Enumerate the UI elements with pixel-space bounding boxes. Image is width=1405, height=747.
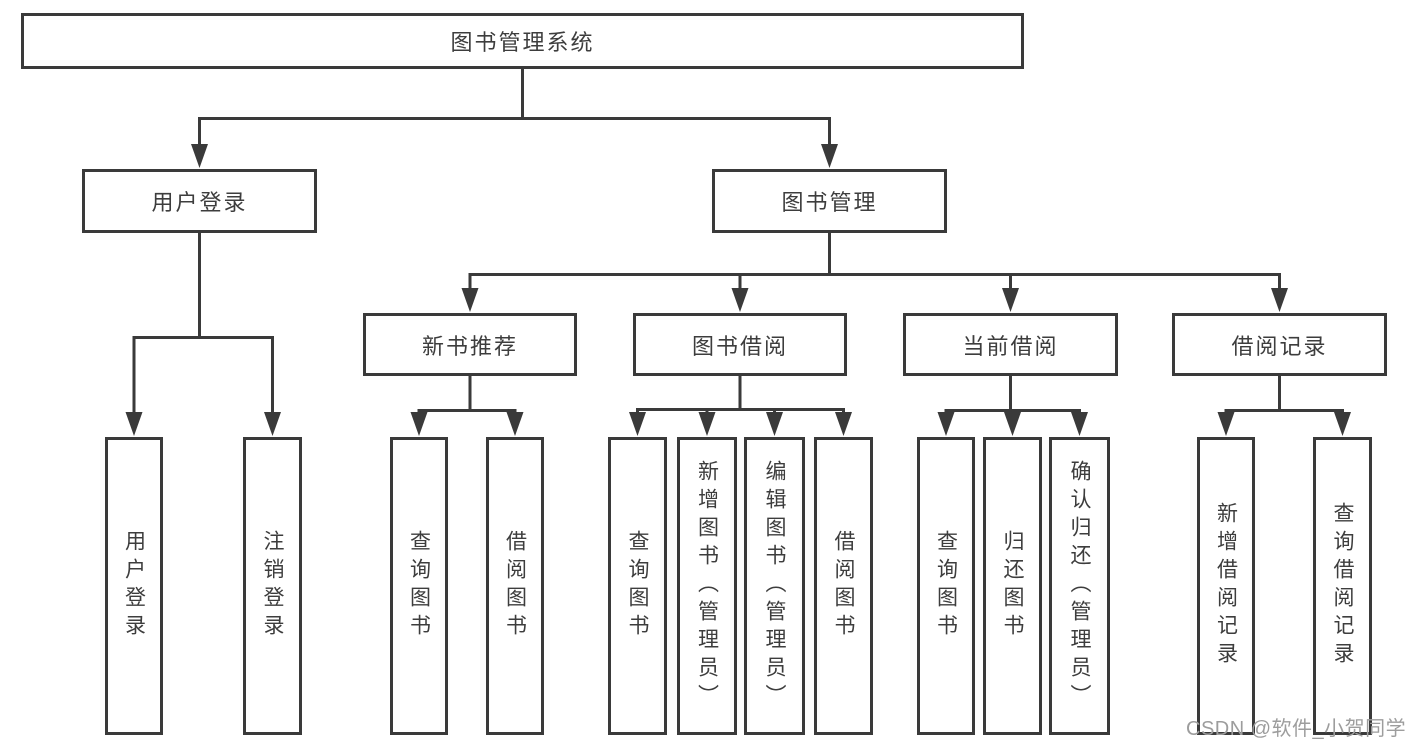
node-leaf-bb-borrow-books: 借阅图书 — [814, 437, 873, 735]
node-leaf-br-add-record: 新增借阅记录 — [1197, 437, 1255, 735]
node-new-book-rec: 新书推荐 — [363, 313, 577, 376]
connector-root-to-level2 — [191, 67, 838, 168]
node-leaf-bb-borrow-books-label: 借阅图书 — [832, 530, 855, 642]
node-borrow-records: 借阅记录 — [1172, 313, 1387, 376]
node-leaf-br-add-record-label: 新增借阅记录 — [1214, 502, 1238, 670]
node-leaf-bb-query-books: 查询图书 — [608, 437, 667, 735]
node-root-system: 图书管理系统 — [21, 13, 1024, 69]
node-new-book-rec-label: 新书推荐 — [421, 333, 518, 359]
connector-current-borrow-fork — [937, 374, 1088, 436]
node-leaf-cb-return-books: 归还图书 — [983, 437, 1042, 735]
node-leaf-nbr-borrow-books: 借阅图书 — [486, 437, 544, 735]
connector-book-borrow-fork — [629, 374, 852, 436]
node-leaf-bb-query-books-label: 查询图书 — [626, 530, 649, 642]
node-book-mgmt-label: 图书管理 — [781, 190, 878, 215]
node-leaf-br-query-record-label: 查询借阅记录 — [1331, 502, 1354, 670]
node-book-borrow-label: 图书借阅 — [691, 333, 788, 359]
node-leaf-user-login-label: 用户登录 — [122, 530, 146, 642]
node-leaf-cb-query-books: 查询图书 — [917, 437, 975, 735]
node-leaf-nbr-query-books: 查询图书 — [390, 437, 448, 735]
node-user-login: 用户登录 — [82, 169, 317, 233]
node-leaf-br-query-record: 查询借阅记录 — [1313, 437, 1372, 735]
connector-borrow-records-fork — [1217, 374, 1351, 436]
connector-user-login-fork — [125, 231, 281, 436]
node-current-borrow: 当前借阅 — [903, 313, 1118, 376]
node-leaf-cb-confirm-return-admin: 确认归还（管理员） — [1049, 437, 1110, 735]
node-book-borrow: 图书借阅 — [633, 313, 847, 376]
watermark-text: CSDN @软件_小贺同学 — [1186, 718, 1405, 740]
node-borrow-records-label: 借阅记录 — [1231, 333, 1328, 359]
node-leaf-logout-label: 注销登录 — [261, 530, 284, 642]
node-leaf-user-login: 用户登录 — [105, 437, 163, 735]
node-leaf-nbr-query-books-label: 查询图书 — [407, 530, 431, 642]
node-leaf-nbr-borrow-books-label: 借阅图书 — [503, 530, 527, 642]
node-user-login-label: 用户登录 — [151, 190, 248, 215]
node-leaf-bb-add-books-admin: 新增图书（管理员） — [677, 437, 737, 735]
node-leaf-bb-add-books-admin-label: 新增图书（管理员） — [695, 460, 719, 712]
node-book-mgmt: 图书管理 — [712, 169, 947, 233]
node-leaf-logout: 注销登录 — [243, 437, 302, 735]
node-leaf-cb-confirm-return-admin-label: 确认归还（管理员） — [1068, 460, 1091, 712]
node-root-system-label: 图书管理系统 — [450, 30, 595, 55]
node-leaf-cb-return-books-label: 归还图书 — [1001, 530, 1024, 642]
connector-book-mgmt-fork — [461, 231, 1288, 312]
node-leaf-bb-edit-books-admin: 编辑图书（管理员） — [744, 437, 805, 735]
node-leaf-cb-query-books-label: 查询图书 — [934, 530, 958, 642]
node-leaf-bb-edit-books-admin-label: 编辑图书（管理员） — [763, 460, 786, 712]
connector-new-book-rec-fork — [410, 374, 524, 436]
node-current-borrow-label: 当前借阅 — [962, 333, 1059, 359]
